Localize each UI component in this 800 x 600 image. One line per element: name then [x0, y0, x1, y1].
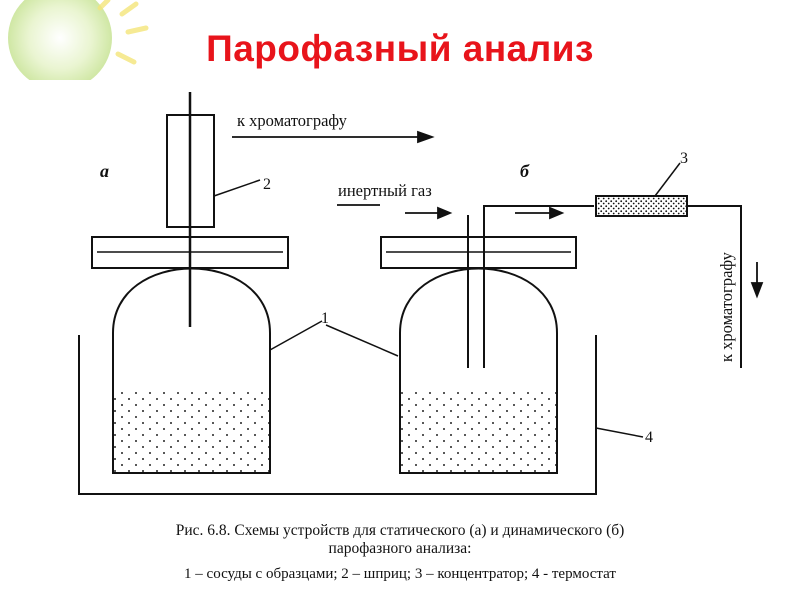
caption-line-3: 1 – сосуды с образцами; 2 – шприц; 3 – к… — [184, 566, 616, 582]
corner-decoration — [8, 0, 149, 80]
label-number-4: 4 — [645, 429, 653, 446]
outlet-tube — [687, 205, 742, 368]
gas-tube — [483, 205, 594, 368]
label-to-chromatograph-side: к хроматографу — [717, 251, 736, 362]
decor-rays — [97, 0, 149, 65]
leader-2 — [213, 179, 261, 197]
label-number-1: 1 — [321, 310, 329, 327]
label-number-3: 3 — [680, 150, 688, 167]
leader-3 — [654, 162, 681, 197]
label-inert-gas: инертный газ — [338, 181, 432, 200]
caption-line-2: парофазного анализа: — [328, 540, 472, 557]
concentrator — [595, 195, 688, 217]
decor-circle — [8, 0, 112, 80]
arrow-head-top — [417, 130, 435, 144]
sample-liquid-b — [401, 388, 556, 472]
label-a: а — [100, 161, 109, 181]
arrow-head-side — [750, 282, 764, 299]
label-number-2: 2 — [263, 176, 271, 193]
label-b: б — [520, 161, 530, 181]
inert-gas-arrow-head — [437, 206, 453, 220]
sample-liquid-a — [114, 388, 269, 472]
slide-title: Парофазный анализ — [206, 28, 594, 69]
leader-1-b — [325, 324, 399, 357]
caption-line-1: Рис. 6.8. Схемы устройств для статическо… — [175, 522, 625, 539]
label-to-chromatograph-top: к хроматографу — [237, 111, 348, 130]
thermostat-bath — [78, 335, 597, 495]
leader-1-a — [269, 320, 323, 351]
flow-arrow-head — [549, 206, 565, 220]
leader-4 — [595, 427, 644, 438]
